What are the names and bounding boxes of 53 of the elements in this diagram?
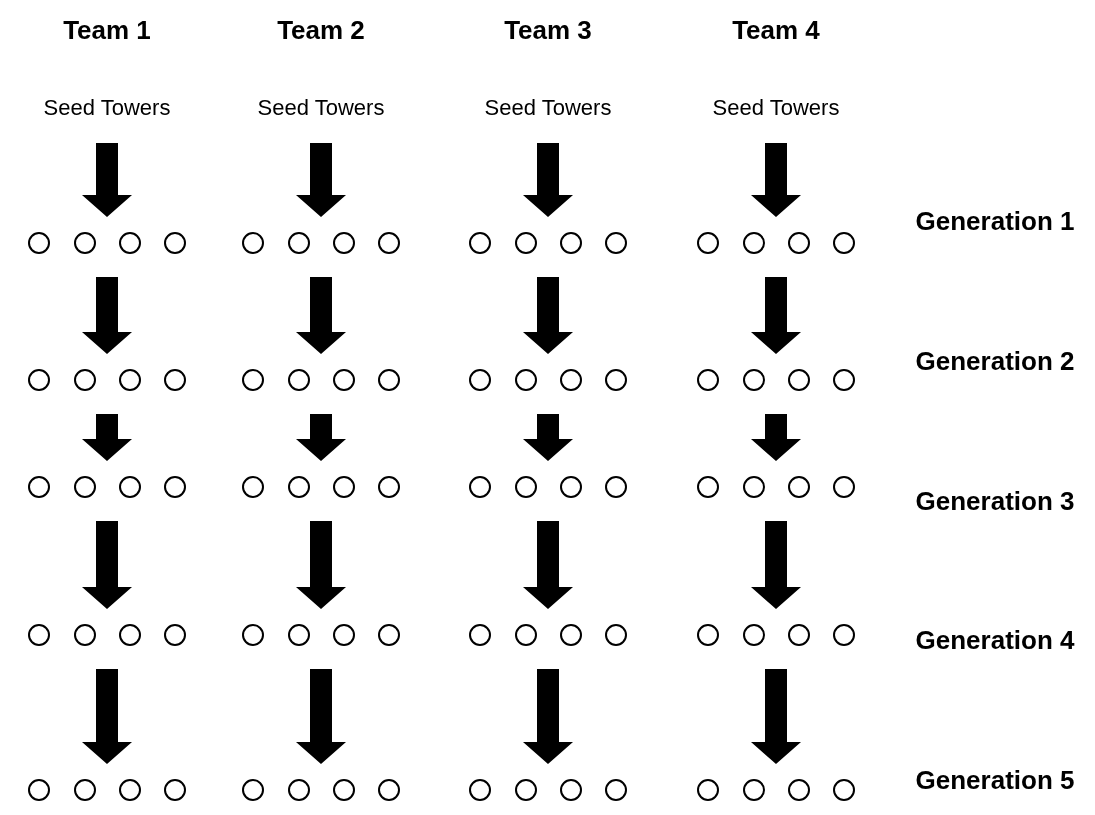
- circle-row: [27, 623, 187, 647]
- circle-row: [27, 368, 187, 392]
- block-arrow: [523, 143, 573, 217]
- circle-row: [696, 623, 856, 647]
- block-arrow: [523, 277, 573, 354]
- block-arrow: [82, 143, 132, 217]
- block-arrow: [82, 277, 132, 354]
- circle-row: [696, 475, 856, 499]
- block-arrow: [82, 669, 132, 764]
- row-label: Generation 1: [915, 205, 1075, 239]
- row-label: Generation 3: [915, 485, 1075, 519]
- circle-row: [241, 368, 401, 392]
- block-arrow: [296, 521, 346, 609]
- block-arrow: [523, 414, 573, 461]
- circle-row: [27, 231, 187, 255]
- block-arrow: [82, 521, 132, 609]
- block-arrow: [523, 669, 573, 764]
- circle-row: [241, 475, 401, 499]
- circle-row: [241, 778, 401, 802]
- circle-row: [27, 778, 187, 802]
- stage-label: Seed Towers: [484, 95, 612, 121]
- circle-row: [468, 778, 628, 802]
- column-heading: Team 4: [732, 14, 820, 46]
- circle-row: [468, 231, 628, 255]
- block-arrow: [751, 521, 801, 609]
- block-arrow: [82, 414, 132, 461]
- column-heading: Team 2: [277, 14, 365, 46]
- circle-row: [696, 778, 856, 802]
- column-heading: Team 1: [63, 14, 151, 46]
- circle-row: [241, 231, 401, 255]
- block-arrow: [751, 669, 801, 764]
- circle-row: [241, 623, 401, 647]
- block-arrow: [296, 277, 346, 354]
- circle-row: [27, 475, 187, 499]
- block-arrow: [296, 414, 346, 461]
- row-label: Generation 4: [915, 624, 1075, 658]
- stage-label: Seed Towers: [257, 95, 385, 121]
- block-arrow: [523, 521, 573, 609]
- block-arrow: [751, 143, 801, 217]
- stage-label: Seed Towers: [712, 95, 840, 121]
- block-arrow: [751, 277, 801, 354]
- block-arrow: [296, 669, 346, 764]
- row-label: Generation 5: [915, 764, 1075, 798]
- circle-row: [696, 368, 856, 392]
- circle-row: [468, 623, 628, 647]
- stage-label: Seed Towers: [43, 95, 171, 121]
- block-arrow: [751, 414, 801, 461]
- circle-row: [468, 368, 628, 392]
- circle-row: [696, 231, 856, 255]
- block-arrow: [296, 143, 346, 217]
- circle-row: [468, 475, 628, 499]
- column-heading: Team 3: [504, 14, 592, 46]
- row-label: Generation 2: [915, 345, 1075, 379]
